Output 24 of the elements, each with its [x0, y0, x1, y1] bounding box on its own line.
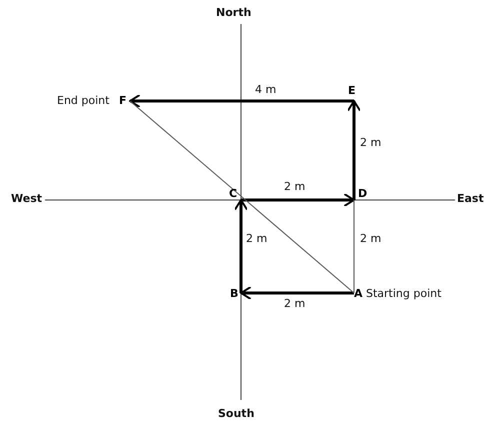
point-label: E — [348, 84, 360, 101]
direction-label: South — [218, 407, 254, 420]
point-label: F — [119, 94, 130, 108]
edge-label: 2 m — [284, 297, 306, 310]
arrow — [234, 199, 248, 293]
point-caption: Starting point — [366, 287, 442, 300]
direction-label: West — [11, 192, 42, 205]
direction-label: East — [457, 192, 484, 205]
line — [130, 100, 354, 294]
direction-label: North — [216, 6, 252, 19]
arrow — [241, 193, 355, 207]
point-label: D — [358, 187, 370, 199]
point-caption: End point — [57, 94, 110, 107]
edge-label: 2 m — [360, 136, 382, 149]
edge-label: 2 m — [284, 180, 306, 193]
arrow — [129, 94, 354, 108]
edge-label: 4 m — [255, 83, 276, 96]
point-label: A — [354, 287, 364, 300]
arrow — [347, 100, 361, 200]
point-label: C — [229, 187, 241, 200]
edge-label: 2 m — [246, 232, 268, 245]
edge-label: 2 m — [360, 232, 382, 245]
arrow — [240, 286, 354, 300]
point-label: B — [230, 287, 241, 300]
